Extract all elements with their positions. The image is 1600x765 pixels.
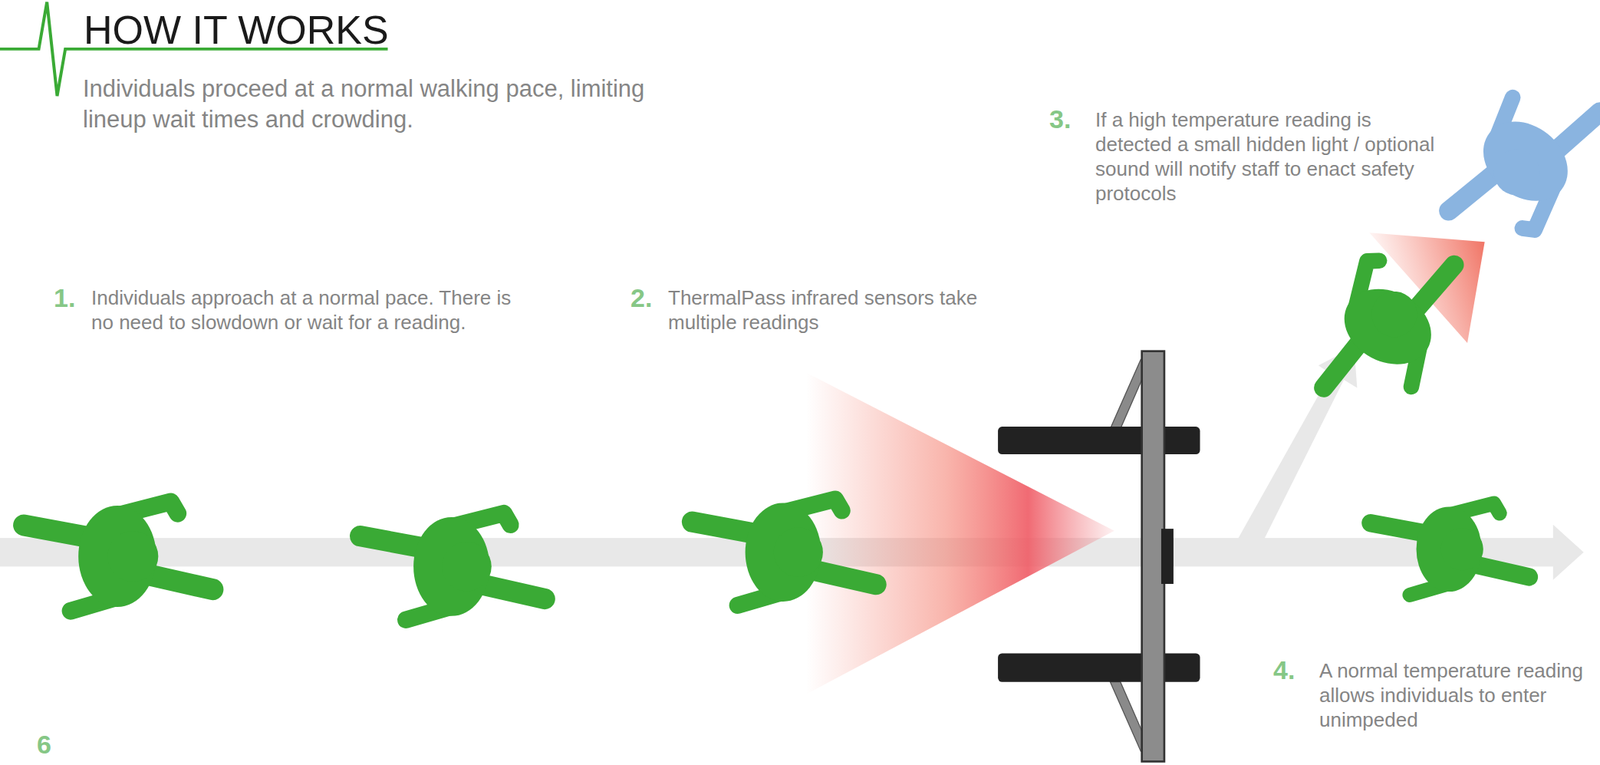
step-number: 4. (1273, 654, 1312, 685)
staff-figure (1433, 64, 1600, 261)
person-figure (1305, 227, 1472, 424)
step-number: 3. (1049, 103, 1088, 135)
gate-base (997, 426, 1200, 455)
person-figure (23, 501, 213, 611)
step-number: 1. (53, 282, 89, 313)
page-number: 6 (36, 728, 83, 760)
sensor-unit (1161, 528, 1174, 584)
gate-base (997, 652, 1200, 682)
step-text: If a high temperature reading is detecte… (1095, 107, 1437, 206)
step-text: ThermalPass infrared sensors take multip… (668, 285, 998, 335)
person-figure (691, 499, 876, 606)
step-text: A normal temperature reading allows indi… (1319, 658, 1588, 732)
people (23, 64, 1600, 620)
walkway-arrowhead (1553, 524, 1584, 580)
gate-post (1142, 351, 1165, 762)
subtitle: Individuals proceed at a normal walking … (82, 73, 697, 135)
step-number: 2. (630, 282, 666, 313)
sensor-beam (806, 372, 1115, 695)
thermalpass-gate (997, 351, 1200, 762)
person-figure (360, 513, 545, 620)
step-text: Individuals approach at a normal pace. T… (91, 285, 521, 335)
title: HOW IT WORKS (83, 6, 621, 54)
person-figure (1370, 503, 1529, 595)
